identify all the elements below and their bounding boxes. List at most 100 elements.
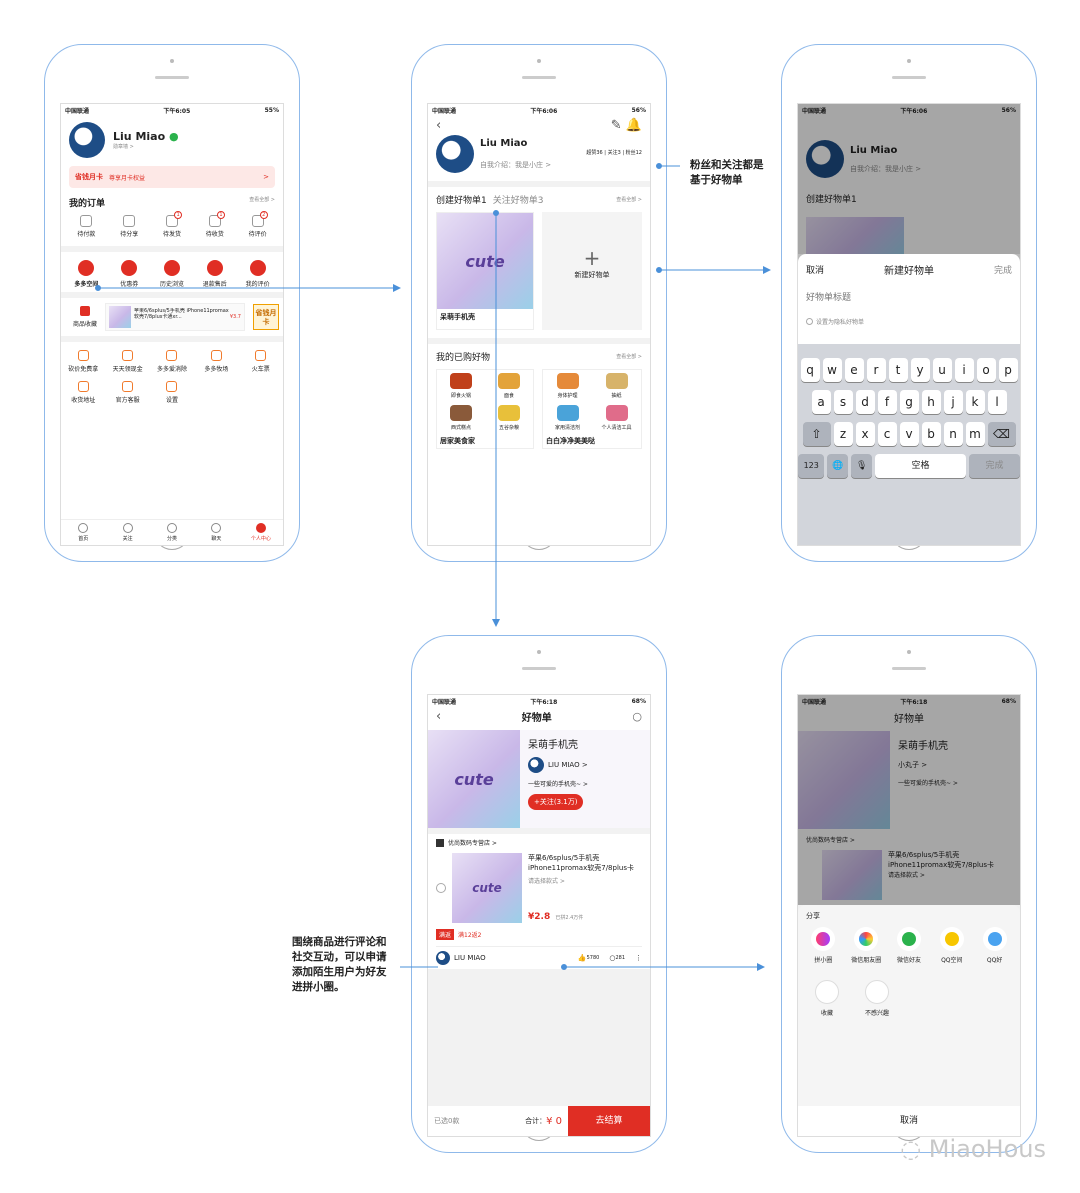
category-item[interactable]: 西式糕点	[437, 402, 485, 434]
tab-bar-item[interactable]: 聊天	[194, 523, 238, 545]
category-item[interactable]: 抽纸	[592, 370, 641, 402]
order-item[interactable]: 待付款	[65, 215, 108, 238]
cancel-button[interactable]: 取消	[798, 1106, 1020, 1136]
select-checkbox[interactable]	[436, 883, 446, 893]
fav-label[interactable]: 商品收藏	[72, 321, 97, 328]
letter-key[interactable]: e	[844, 358, 864, 382]
letter-key[interactable]: h	[921, 390, 941, 414]
globe-key[interactable]: 🌐	[827, 454, 849, 478]
letter-key[interactable]: j	[943, 390, 963, 414]
tool-item[interactable]: 砍价免费拿	[61, 350, 105, 373]
tool-item[interactable]: 多多牧场	[194, 350, 238, 373]
like-icon[interactable]: 👍	[577, 954, 587, 962]
tool-item[interactable]: 官方客服	[105, 381, 149, 404]
new-list-card[interactable]: + 新建好物单	[542, 212, 642, 330]
tab-followed-lists[interactable]: 关注好物单3	[492, 196, 544, 206]
space-key[interactable]: 空格	[875, 454, 966, 478]
letter-key[interactable]: y	[910, 358, 930, 382]
tool-item[interactable]: 收货地址	[61, 381, 105, 404]
order-item[interactable]: 待分享	[108, 215, 151, 238]
category-item[interactable]: 个人清洁工具	[592, 402, 641, 434]
more-icon[interactable]: ⋮	[635, 954, 642, 962]
back-icon[interactable]: ‹	[436, 118, 442, 133]
letter-key[interactable]: u	[932, 358, 952, 382]
tool-item[interactable]: 设置	[150, 381, 194, 404]
sku-select[interactable]: 请选择款式 >	[528, 878, 565, 885]
category-item[interactable]: 家用清洁剂	[543, 402, 592, 434]
medals-link[interactable]: 勋章墙 >	[113, 144, 134, 150]
letter-key[interactable]: g	[899, 390, 919, 414]
num-key[interactable]: 123	[798, 454, 825, 478]
share-option[interactable]: QQ空间	[930, 927, 973, 964]
private-radio[interactable]	[806, 318, 813, 325]
backspace-key[interactable]: ⌫	[987, 422, 1016, 446]
lists-see-all[interactable]: 查看全部 >	[616, 197, 642, 203]
letter-key[interactable]: c	[877, 422, 897, 446]
letter-key[interactable]: l	[987, 390, 1007, 414]
letter-key[interactable]: w	[822, 358, 842, 382]
done-button[interactable]: 完成	[993, 266, 1012, 276]
share-action[interactable]: 不感兴趣	[852, 980, 902, 1017]
letter-key[interactable]: t	[888, 358, 908, 382]
author-link[interactable]: LIU MIAO >	[548, 761, 588, 769]
service-item[interactable]: 历史浏览	[151, 260, 194, 288]
list-card[interactable]: cute 呆萌手机壳	[436, 212, 534, 330]
cancel-button[interactable]: 取消	[806, 266, 825, 276]
product-title[interactable]: 苹果6/6splus/5手机壳 iPhone11promax软壳7/8plus卡	[528, 854, 634, 872]
tool-item[interactable]: 火车票	[239, 350, 283, 373]
commenter-avatar[interactable]	[436, 951, 450, 965]
tab-bar-item[interactable]: 首页	[61, 523, 105, 545]
letter-key[interactable]: p	[998, 358, 1018, 382]
letter-key[interactable]: o	[976, 358, 996, 382]
avatar[interactable]	[69, 122, 105, 158]
tool-item[interactable]: 多多爱消除	[150, 350, 194, 373]
mic-key[interactable]: 🎙	[851, 454, 873, 478]
comment-icon[interactable]: ○	[609, 954, 616, 962]
checkout-button[interactable]: 去结算	[568, 1106, 650, 1136]
share-action[interactable]: 收藏	[802, 980, 852, 1017]
store-link[interactable]: 优尚数码专营店 >	[448, 840, 497, 847]
tool-item[interactable]: 天天领现金	[105, 350, 149, 373]
fav-product[interactable]: 苹果6/6splus/5手机壳 iPhone11promax软壳7/8plus卡…	[105, 303, 245, 331]
list-title-input[interactable]	[798, 287, 1020, 309]
category-item[interactable]: 即食火锅	[437, 370, 485, 402]
intro-text[interactable]: 自我介绍：我是小庄 >	[480, 161, 552, 169]
service-item[interactable]: 我的评价	[236, 260, 279, 288]
promo-banner[interactable]: 省钱月卡 尊享月卡权益 >	[69, 166, 275, 188]
tab-bar-item[interactable]: 个人中心	[239, 523, 283, 545]
letter-key[interactable]: d	[855, 390, 875, 414]
letter-key[interactable]: q	[800, 358, 820, 382]
share-option[interactable]: 微信朋友圈	[845, 927, 888, 964]
bell-icon[interactable]: 🔔	[625, 118, 642, 133]
follow-button[interactable]: +关注(3.1万)	[528, 794, 584, 810]
share-option[interactable]: 拼小圈	[802, 927, 845, 964]
done-key[interactable]: 完成	[968, 454, 1020, 478]
letter-key[interactable]: n	[943, 422, 963, 446]
category-item[interactable]: 身体护理	[543, 370, 592, 402]
letter-key[interactable]: i	[954, 358, 974, 382]
category-card-food[interactable]: 即食火锅面食西式糕点五谷杂粮 居家美食家	[436, 369, 534, 449]
letter-key[interactable]: k	[965, 390, 985, 414]
letter-key[interactable]: z	[833, 422, 853, 446]
letter-key[interactable]: r	[866, 358, 886, 382]
tab-bar-item[interactable]: 关注	[105, 523, 149, 545]
share-option[interactable]: 微信好友	[888, 927, 931, 964]
edit-icon[interactable]: ✎	[610, 118, 622, 133]
orders-see-all[interactable]: 查看全部 >	[249, 197, 275, 203]
search-icon[interactable]: ○	[632, 710, 642, 723]
service-item[interactable]: 多多空间	[65, 260, 108, 288]
author-avatar[interactable]	[528, 757, 544, 773]
bought-see-all[interactable]: 查看全部 >	[616, 354, 642, 360]
avatar[interactable]	[436, 135, 474, 173]
letter-key[interactable]: f	[877, 390, 897, 414]
letter-key[interactable]: b	[921, 422, 941, 446]
letter-key[interactable]: x	[855, 422, 875, 446]
letter-key[interactable]: s	[833, 390, 853, 414]
service-item[interactable]: 退款售后	[193, 260, 236, 288]
product-thumb[interactable]: cute	[452, 853, 522, 923]
tab-created-lists[interactable]: 创建好物单1	[436, 196, 487, 206]
category-card-clean[interactable]: 身体护理抽纸家用清洁剂个人清洁工具 白白净净美美哒	[542, 369, 642, 449]
